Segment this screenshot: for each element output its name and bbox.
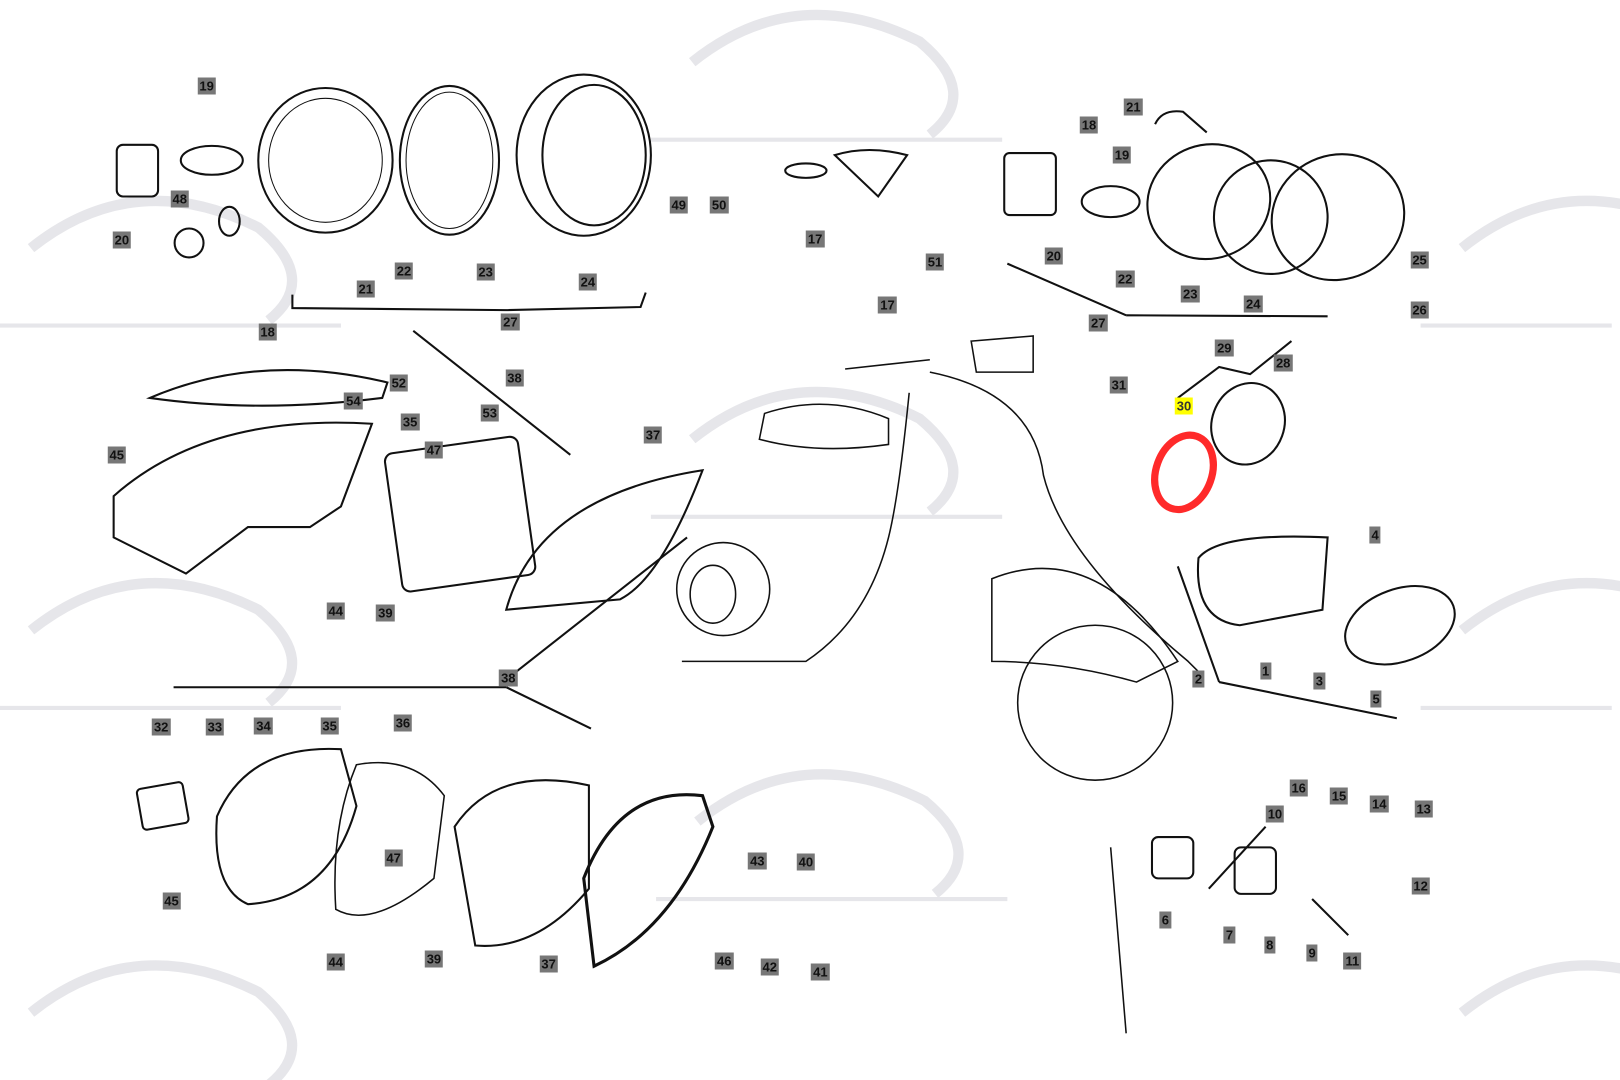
part-label: 23 <box>476 263 495 281</box>
part-label: 54 <box>344 392 363 410</box>
part-label: 44 <box>326 602 345 620</box>
part-label: 17 <box>805 230 825 248</box>
part-label: 48 <box>170 190 189 208</box>
part-label: 28 <box>1273 354 1293 372</box>
part-label: 16 <box>1289 779 1308 797</box>
watermark-logo <box>0 578 341 710</box>
part-label: 8 <box>1264 936 1276 954</box>
part-label: 20 <box>1044 247 1064 265</box>
scooter-outline <box>675 335 1200 1034</box>
part-label: 32 <box>151 718 171 736</box>
part-label: 7 <box>1223 926 1236 944</box>
watermark-logo <box>1458 960 1620 1017</box>
part-label: 34 <box>254 717 273 735</box>
part-label: 5 <box>1370 690 1382 708</box>
part-label: 6 <box>1159 911 1172 928</box>
watermark-logo <box>650 386 1003 519</box>
part-label: 15 <box>1329 787 1349 805</box>
part-label: 21 <box>1124 98 1143 116</box>
part-label: 37 <box>539 955 558 973</box>
watermark-logo <box>650 9 1003 142</box>
part-label: 19 <box>1112 146 1132 164</box>
part-label: 40 <box>796 853 816 871</box>
part-label: 39 <box>424 950 444 968</box>
bottom-left-parts <box>135 686 715 969</box>
part-label: 43 <box>748 852 767 870</box>
part-label-highlighted: 30 <box>1174 397 1194 415</box>
part-label: 42 <box>760 958 779 976</box>
part-label: 41 <box>811 963 830 981</box>
part-label: 31 <box>1109 376 1129 394</box>
part-label: 2 <box>1192 670 1205 688</box>
part-label: 27 <box>501 313 520 331</box>
part-label: 3 <box>1313 672 1325 690</box>
part-label: 1 <box>1260 662 1272 680</box>
watermark-logo <box>1420 195 1620 328</box>
part-label: 26 <box>1410 301 1429 319</box>
highlighted-gasket-30 <box>1151 431 1217 514</box>
part-label: 53 <box>480 404 499 422</box>
part-label: 52 <box>389 374 409 392</box>
part-label: 36 <box>393 714 413 732</box>
horn <box>1177 340 1293 466</box>
part-label: 50 <box>709 196 729 214</box>
part-label: 19 <box>197 77 216 95</box>
part-label: 4 <box>1369 526 1381 544</box>
part-label: 37 <box>643 426 663 444</box>
part-label: 45 <box>107 446 126 464</box>
watermark-logo <box>1420 578 1620 710</box>
part-label: 22 <box>1115 270 1135 288</box>
part-label: 11 <box>1343 952 1362 970</box>
tail-light-parts <box>112 329 705 679</box>
part-label: 49 <box>669 196 689 214</box>
part-label: 29 <box>1215 339 1234 357</box>
watermark-logo <box>656 769 1008 902</box>
rear-light-parts <box>1176 535 1456 720</box>
part-label: 33 <box>205 718 225 736</box>
part-label: 24 <box>1243 295 1263 313</box>
part-label: 35 <box>320 717 339 735</box>
headlamp-assembly-right <box>1003 110 1406 318</box>
part-label: 10 <box>1265 805 1285 823</box>
switch-parts <box>1150 826 1350 936</box>
part-label: 23 <box>1180 285 1200 303</box>
part-label: 14 <box>1370 795 1389 813</box>
part-label: 38 <box>499 669 518 687</box>
part-label: 17 <box>878 296 897 314</box>
part-label: 18 <box>1079 116 1099 134</box>
part-label: 51 <box>925 253 945 271</box>
part-label: 35 <box>400 413 420 431</box>
part-label: 13 <box>1414 800 1433 818</box>
part-label: 47 <box>384 849 403 867</box>
part-label: 18 <box>258 323 277 341</box>
part-label: 21 <box>356 280 375 298</box>
part-label: 22 <box>394 262 414 280</box>
part-label: 24 <box>578 273 598 291</box>
part-label: 27 <box>1089 314 1108 332</box>
watermark-logo <box>27 960 298 1080</box>
speedometer-parts <box>784 149 909 199</box>
part-label: 47 <box>424 441 444 459</box>
part-label: 25 <box>1410 251 1429 269</box>
watermark-logo <box>0 195 341 328</box>
part-label: 39 <box>376 604 395 622</box>
part-label: 9 <box>1306 944 1318 962</box>
part-label: 12 <box>1411 877 1430 895</box>
headlamp-assembly-left <box>115 73 652 312</box>
part-label: 44 <box>326 953 345 971</box>
part-label: 45 <box>162 892 181 910</box>
part-label: 46 <box>715 952 734 970</box>
part-label: 20 <box>112 231 132 249</box>
part-label: 38 <box>505 369 524 387</box>
